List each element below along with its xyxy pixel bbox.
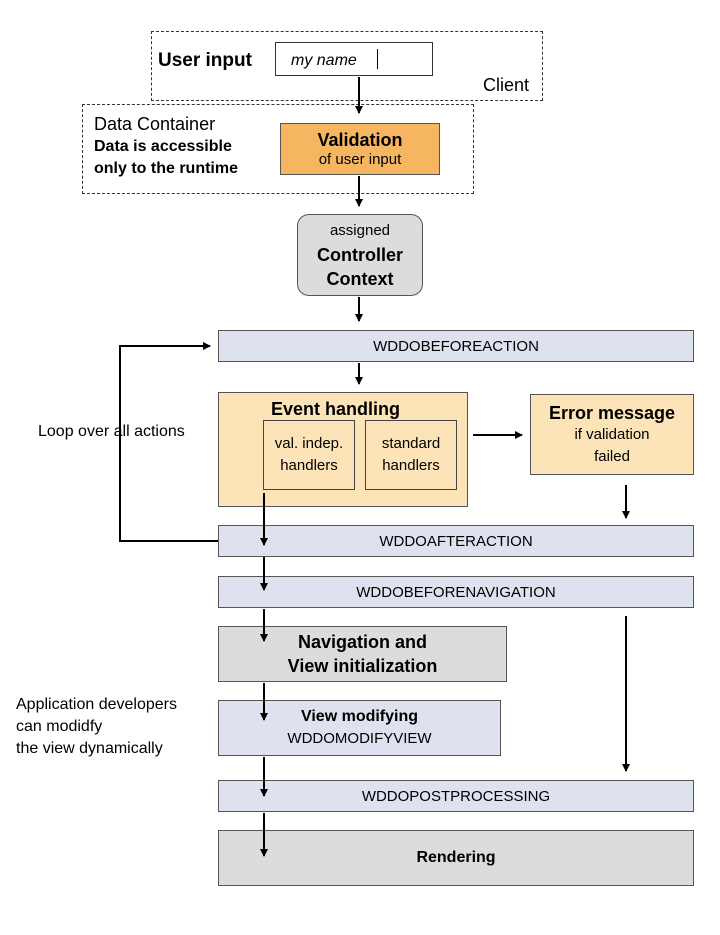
before-action-label: WDDOBEFOREACTION (373, 337, 539, 355)
before-navigation-label: WDDOBEFORENAVIGATION (356, 583, 556, 601)
navigation-line2: View initialization (287, 656, 438, 676)
val-indep-line2: handlers (280, 457, 338, 474)
data-container-region (82, 104, 474, 194)
after-action-label: WDDOAFTERACTION (379, 532, 533, 550)
view-modifying-box: View modifying WDDOMODIFYVIEW (218, 700, 501, 756)
loop-back-arrow (119, 342, 218, 542)
before-action-step: WDDOBEFOREACTION (218, 330, 694, 362)
val-indep-line1: val. indep. (274, 435, 344, 452)
event-handling-box: Event handling val. indep. handlers stan… (218, 392, 468, 507)
error-message-line1: if validation (574, 425, 650, 443)
validation-box: Validation of user input (280, 123, 440, 175)
error-message-box: Error message if validation failed (530, 394, 694, 475)
user-input-field[interactable]: my name (275, 42, 433, 76)
data-container-note-line1: Data is accessible (94, 138, 232, 155)
developers-note-line1: Application developers (16, 696, 177, 713)
after-action-step: WDDOAFTERACTION (218, 525, 694, 557)
error-message-line2: failed (594, 447, 630, 465)
rendering-box: Rendering (218, 830, 694, 886)
post-processing-label: WDDOPOSTPROCESSING (361, 787, 551, 805)
data-container-title: Data Container (94, 114, 216, 134)
navigation-box: Navigation and View initialization (218, 626, 507, 682)
standard-handlers-box: standard handlers (365, 420, 457, 490)
text-cursor (377, 49, 378, 69)
standard-line2: handlers (382, 457, 440, 474)
client-label: Client (483, 75, 530, 95)
event-handling-title: Event handling (271, 399, 401, 419)
validation-subtitle: of user input (318, 151, 402, 168)
context-line1: assigned (329, 222, 391, 239)
developers-note-line3: the view dynamically (16, 740, 163, 757)
client-region (151, 31, 543, 101)
context-line3: Context (326, 269, 394, 289)
modify-view-label: WDDOMODIFYVIEW (287, 730, 432, 747)
navigation-line1: Navigation and (297, 632, 427, 652)
user-input-label: User input (158, 50, 252, 71)
developers-note-line2: can modidfy (16, 718, 103, 735)
data-container-note-line2: only to the runtime (94, 160, 238, 177)
loop-label: Loop over all actions (38, 423, 185, 440)
validation-title: Validation (317, 130, 403, 150)
user-input-value: my name (291, 52, 357, 69)
standard-line1: standard (381, 435, 441, 452)
controller-context-box: assigned Controller Context (297, 214, 423, 296)
before-navigation-step: WDDOBEFORENAVIGATION (218, 576, 694, 608)
rendering-label: Rendering (416, 849, 496, 866)
post-processing-step: WDDOPOSTPROCESSING (218, 780, 694, 812)
error-message-title: Error message (548, 402, 676, 423)
view-modifying-title: View modifying (300, 708, 419, 725)
context-line2: Controller (316, 245, 403, 265)
val-indep-handlers-box: val. indep. handlers (263, 420, 355, 490)
